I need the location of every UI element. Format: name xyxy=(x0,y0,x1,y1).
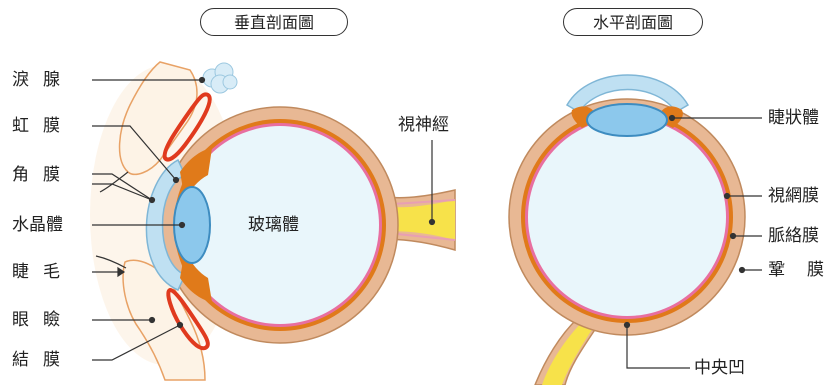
eyelash-upper xyxy=(99,171,129,193)
lacrimal-gland xyxy=(202,62,238,94)
eyelash-lower xyxy=(95,255,127,269)
label-sclera: 鞏膜 xyxy=(768,260,839,280)
label-vitreous: 玻璃體 xyxy=(248,215,299,235)
optic-nerve-h xyxy=(542,322,593,385)
cornea xyxy=(145,158,187,291)
label-eyelash: 睫毛 xyxy=(12,262,74,282)
label-lens: 水晶體 xyxy=(12,215,63,235)
label-lacrimal-gland: 淚腺 xyxy=(12,70,74,90)
label-choroid: 脈絡膜 xyxy=(768,226,819,246)
label-optic-nerve: 視神經 xyxy=(398,115,449,135)
vitreous-horizontal xyxy=(528,118,726,316)
label-ciliary-body: 睫狀體 xyxy=(768,108,819,128)
vertical-section-title: 垂直剖面圖 xyxy=(200,8,348,36)
label-retina: 視網膜 xyxy=(768,186,819,206)
horizontal-leader-lines xyxy=(623,114,762,369)
label-eyelid: 眼瞼 xyxy=(12,310,74,330)
lens-horizontal xyxy=(586,103,668,137)
lower-conjunctiva xyxy=(166,288,210,351)
label-conjunctiva: 結膜 xyxy=(12,350,74,370)
label-cornea: 角膜 xyxy=(12,165,74,185)
vitreous-vertical xyxy=(181,126,379,324)
upper-conjunctiva xyxy=(162,92,212,162)
vertical-leader-lines xyxy=(92,76,436,361)
label-fovea: 中央凹 xyxy=(694,358,745,378)
horizontal-section-title: 水平剖面圖 xyxy=(563,8,703,36)
cornea-horizontal xyxy=(565,74,690,113)
label-iris: 虹膜 xyxy=(12,116,74,136)
